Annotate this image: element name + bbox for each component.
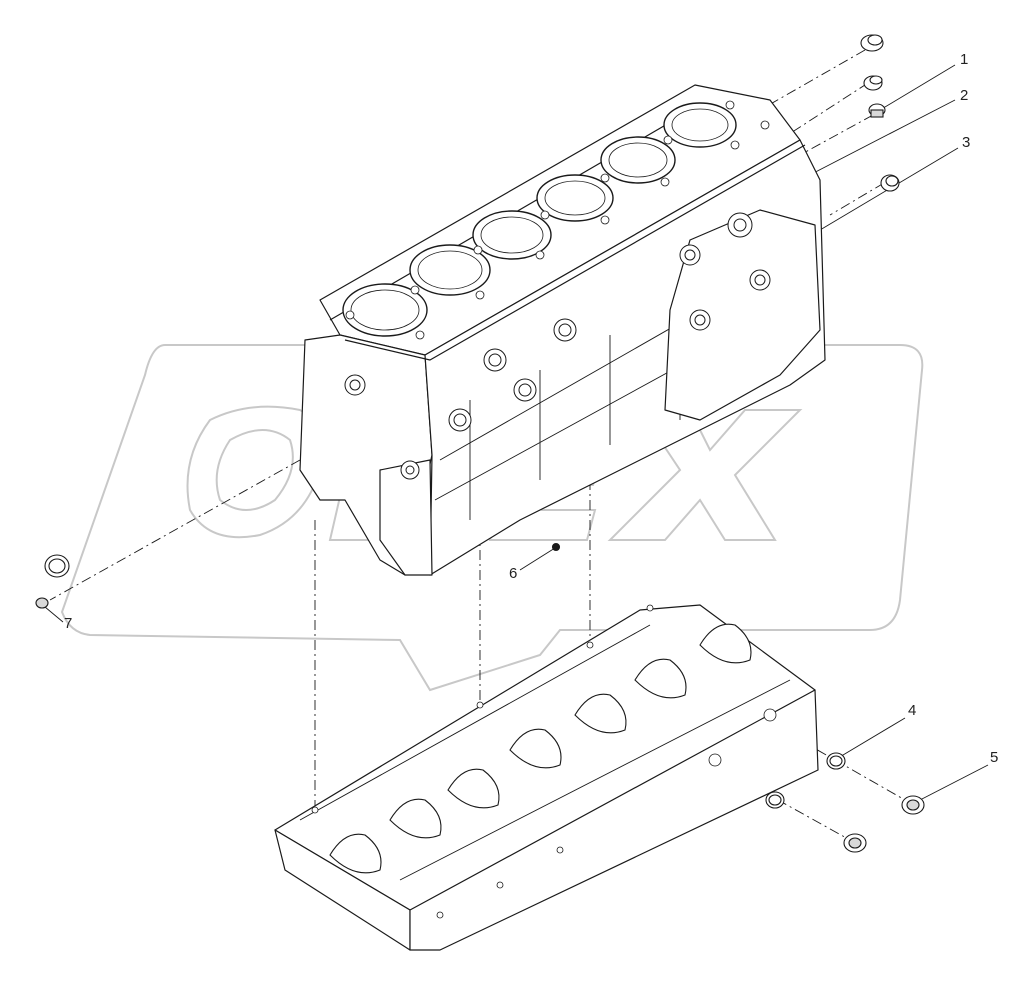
plug-screw-5 — [901, 795, 925, 815]
bore-3 — [472, 210, 552, 260]
callout-1: 1 — [960, 51, 969, 68]
threaded-plug-2 — [868, 103, 886, 118]
bore-5 — [600, 136, 676, 184]
sealing-washer-4 — [826, 752, 846, 770]
callout-7: 7 — [64, 615, 73, 632]
bore-6 — [663, 102, 737, 148]
bore-1 — [342, 283, 428, 337]
seal-ring-7 — [44, 554, 70, 578]
timing-plate — [664, 209, 821, 421]
watermark-outline — [60, 344, 924, 692]
plug-7 — [35, 597, 49, 609]
callout-3: 3 — [962, 134, 971, 151]
deck-holes — [345, 100, 770, 340]
watermark-letter-o — [186, 405, 324, 539]
callout-5: 5 — [990, 749, 999, 766]
callout-6: 6 — [509, 565, 518, 582]
expansion-plug-3 — [880, 174, 900, 192]
small-plug-6 — [551, 542, 561, 552]
callout-2: 2 — [960, 87, 969, 104]
loose-parts — [35, 34, 925, 853]
bedplate-inner-rail — [299, 624, 791, 881]
block-skirt — [379, 459, 433, 576]
sealing-washer-4b — [765, 791, 785, 809]
bore-2 — [409, 244, 491, 296]
side-bosses — [344, 212, 771, 480]
bearing-saddles — [329, 623, 752, 874]
bore-4 — [536, 174, 614, 222]
callout-leaders — [44, 64, 989, 801]
callout-4: 4 — [908, 702, 917, 719]
plug-screw-5b — [843, 833, 867, 853]
leader-lines — [49, 49, 906, 841]
watermark-letter-x — [607, 409, 803, 541]
cylinder-bores — [342, 102, 737, 337]
expansion-plug-2 — [863, 75, 883, 91]
bedplate-holes — [311, 604, 777, 919]
expansion-plug-1 — [860, 34, 884, 52]
